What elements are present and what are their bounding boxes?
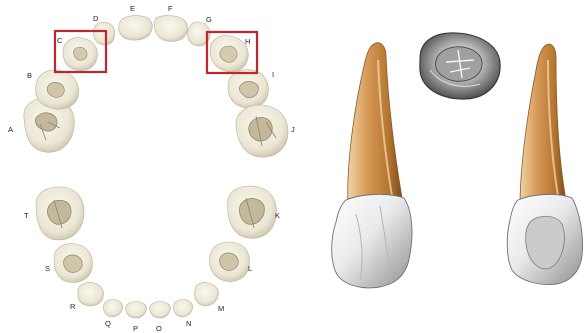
label-N: N: [186, 319, 191, 328]
lingual-view: [507, 44, 582, 284]
label-K: K: [275, 211, 280, 220]
label-A: A: [8, 125, 13, 134]
label-Q: Q: [105, 319, 111, 328]
tooth-E: [119, 16, 153, 41]
label-M: M: [218, 304, 224, 313]
label-F: F: [168, 4, 173, 13]
tooth-B: [36, 70, 79, 109]
lower-arch: [36, 186, 276, 318]
label-G: G: [206, 15, 212, 24]
tooth-K: [228, 186, 277, 238]
tooth-N: [173, 300, 192, 318]
label-R: R: [70, 302, 76, 311]
tooth-R: [78, 283, 103, 307]
tooth-M: [195, 283, 219, 306]
tooth-P: [126, 302, 147, 319]
tooth-D: [93, 22, 114, 45]
label-E: E: [130, 4, 135, 13]
tooth-C: [63, 38, 97, 71]
tooth-T: [36, 187, 84, 240]
label-T: T: [24, 211, 29, 220]
label-C: C: [57, 36, 63, 45]
facial-view: [332, 43, 412, 288]
label-O: O: [156, 324, 162, 333]
tooth-J: [236, 105, 288, 157]
tooth-I: [228, 70, 268, 108]
tooth-O: [150, 302, 171, 319]
label-B: B: [27, 71, 32, 80]
label-D: D: [93, 14, 99, 23]
tooth-L: [210, 242, 250, 281]
label-H: H: [245, 37, 250, 46]
label-L: L: [248, 264, 252, 273]
label-I: I: [272, 70, 274, 79]
tooth-S: [54, 244, 92, 283]
occlusal-view: [420, 33, 500, 99]
tooth-H: [210, 36, 248, 72]
label-J: J: [291, 125, 295, 134]
tooth-Q: [103, 300, 122, 318]
tooth-F: [154, 16, 187, 42]
label-P: P: [133, 324, 138, 333]
tooth-labels: A B C D E F G H I J K L M N O P Q R S T: [8, 4, 295, 333]
label-S: S: [45, 264, 50, 273]
